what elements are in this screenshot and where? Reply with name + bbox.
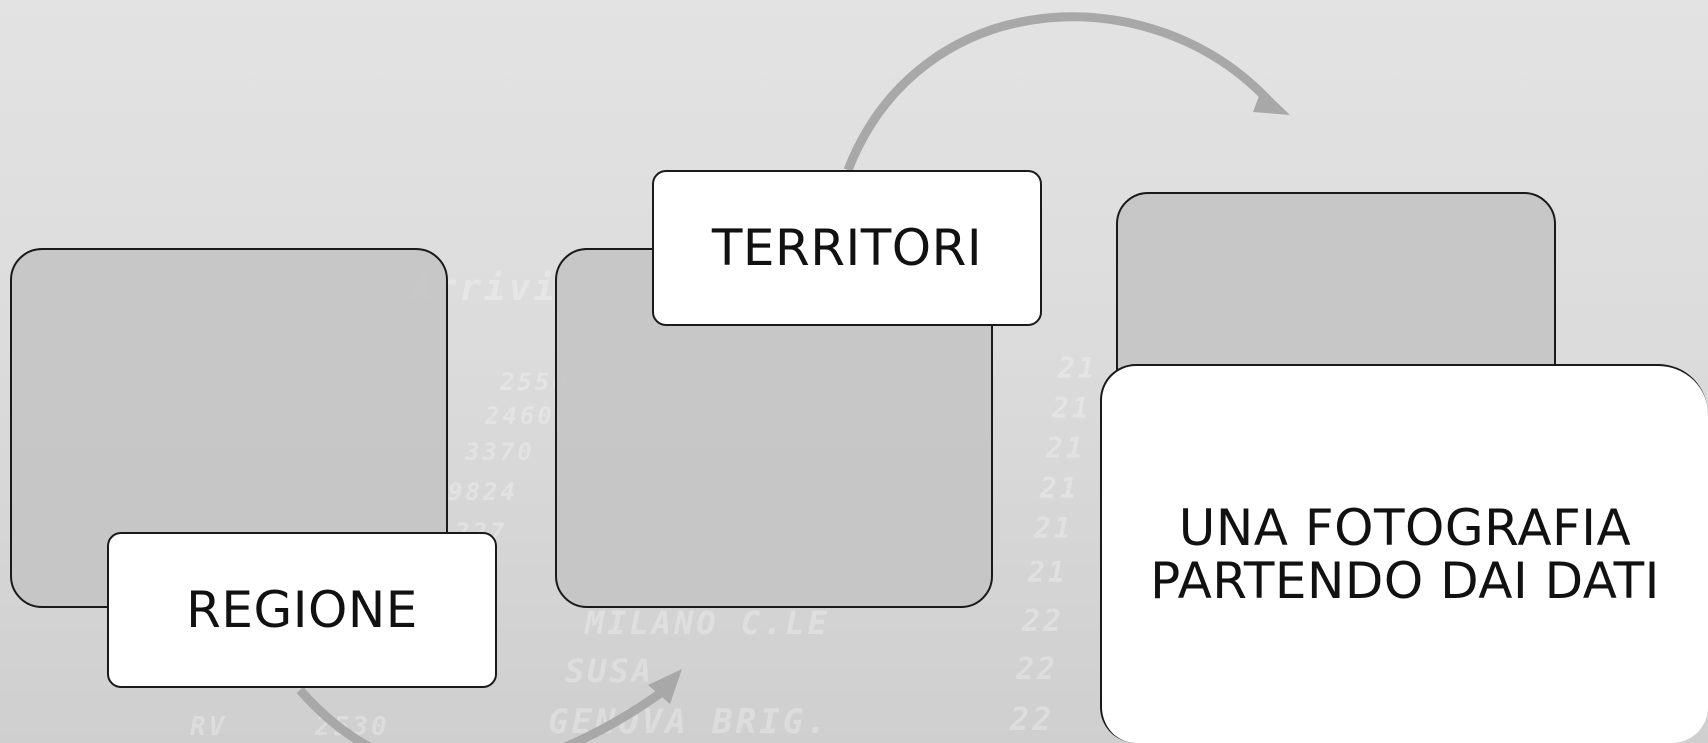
board-time: 21 <box>1028 556 1068 589</box>
step-1-label: REGIONE <box>186 581 418 639</box>
step-2-label-box: TERRITORI <box>652 170 1042 326</box>
board-train-type: RV <box>190 712 228 742</box>
board-train-number: 2460 <box>485 402 555 430</box>
board-destination: MILANO C.LE <box>585 604 830 642</box>
board-time: 21 <box>1052 392 1092 425</box>
step-2-label: TERRITORI <box>711 219 983 277</box>
board-time: 21 <box>1034 512 1074 545</box>
board-time: 22 <box>1022 604 1065 639</box>
arrow-regione-to-territori <box>296 686 668 743</box>
board-train-number: 3370 <box>465 438 535 466</box>
arrow-head-bottom <box>648 669 682 704</box>
arrow-head-top <box>1253 88 1290 115</box>
board-time: 22 <box>1010 700 1055 738</box>
board-train-number: 9824 <box>448 478 518 506</box>
step-3-label: UNA FOTOGRAFIA PARTENDO DAI DATI <box>1150 499 1660 610</box>
step-1-label-box: REGIONE <box>107 532 497 688</box>
board-destination: SUSA <box>565 652 655 690</box>
step-3-label-box: UNA FOTOGRAFIA PARTENDO DAI DATI <box>1100 364 1708 743</box>
board-time: 21 <box>1046 432 1086 465</box>
board-time: 21 <box>1058 352 1098 385</box>
arrow-territori-to-fotografia <box>843 12 1272 172</box>
board-time: 21 <box>1040 472 1080 505</box>
board-time: 22 <box>1016 652 1059 687</box>
